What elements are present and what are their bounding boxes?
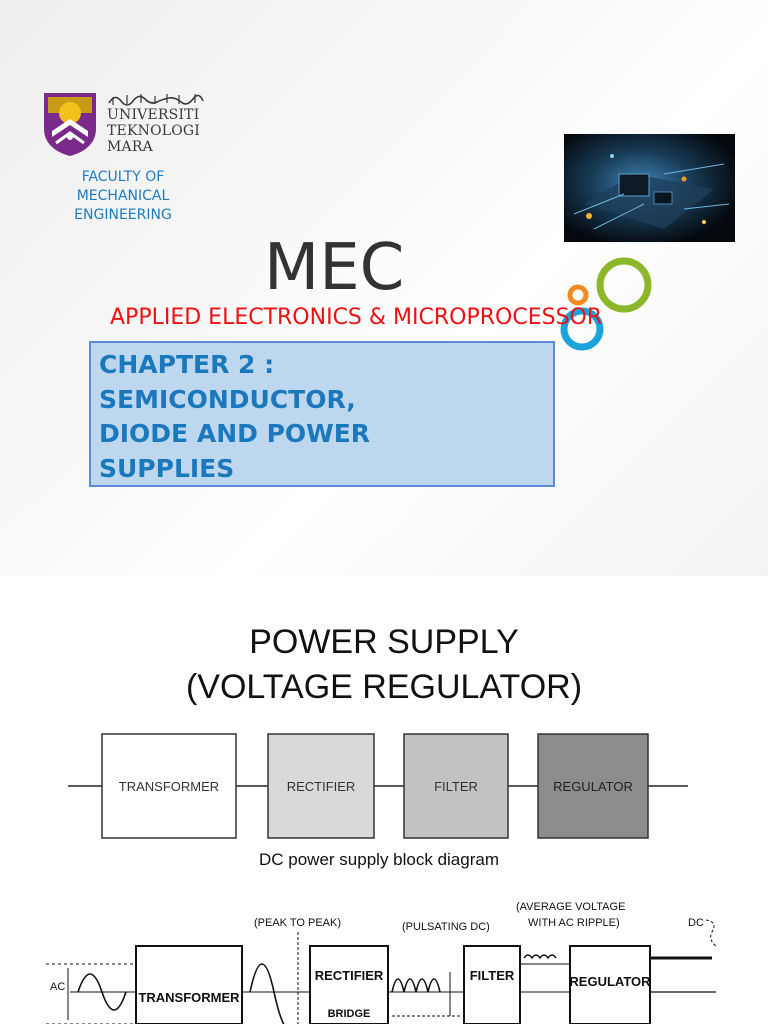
slide-title-line-2: (VOLTAGE REGULATOR) — [185, 668, 583, 706]
peak-to-peak-label: (PEAK TO PEAK) — [254, 917, 341, 929]
university-line-1: UNIVERSITI — [107, 107, 200, 123]
transformer-box — [135, 945, 243, 1024]
wave-regulator-label: REGULATOR — [569, 974, 651, 989]
wave-transformer-label: TRANSFORMER — [138, 990, 240, 1005]
rectifier-box — [309, 945, 389, 1024]
chapter-line-4: SUPPLIES — [99, 453, 235, 483]
university-name: UNIVERSITI TEKNOLOGI MARA — [107, 107, 200, 155]
title-slide: UNIVERSITI TEKNOLOGI MARA FACULTY OF MEC… — [0, 0, 768, 576]
chapter-line-2: SEMICONDUCTOR, — [99, 384, 356, 414]
regulator-block — [537, 733, 649, 839]
block-diagram-caption: DC power supply block diagram — [259, 850, 499, 869]
chapter-title-box: CHAPTER 2 : SEMICONDUCTOR, DIODE AND POW… — [89, 341, 555, 487]
filter-box — [463, 945, 521, 1024]
slide-title: POWER SUPPLY (VOLTAGE REGULATOR) — [0, 620, 768, 710]
rectifier-block — [267, 733, 375, 839]
chapter-line-1: CHAPTER 2 : — [99, 350, 275, 379]
course-title: APPLIED ELECTRONICS & MICROPROCESSOR — [110, 305, 603, 330]
filter-label: FILTER — [434, 779, 478, 794]
transformer-block — [101, 733, 237, 839]
faculty-line-3: ENGINEERING — [74, 207, 172, 223]
chapter-line-3: DIODE AND POWER — [99, 419, 371, 448]
filter-block — [403, 733, 509, 839]
university-arabic-wordmark — [107, 89, 205, 107]
power-supply-slide: POWER SUPPLY (VOLTAGE REGULATOR) TRANSFO… — [0, 576, 768, 1024]
ac-ripple-label: WITH AC RIPPLE) — [528, 917, 620, 929]
faculty-line-1: FACULTY OF — [81, 169, 165, 185]
university-line-3: MARA — [107, 139, 153, 155]
ac-input-label: AC — [50, 981, 65, 993]
circuit-board-photo — [564, 134, 735, 242]
faculty-line-2: MECHANICAL — [76, 188, 170, 204]
transformer-label: TRANSFORMER — [119, 779, 219, 794]
dc-output-label: DC — [688, 917, 704, 929]
regulator-box — [569, 945, 651, 1024]
wave-filter-label: FILTER — [470, 968, 515, 983]
dc-power-supply-block-diagram: TRANSFORMER RECTIFIER FILTER REGULATOR — [68, 733, 688, 839]
pulsating-dc-label: (PULSATING DC) — [402, 921, 490, 933]
faculty-name: FACULTY OF MECHANICAL ENGINEERING — [50, 168, 196, 225]
slide-title-line-1: POWER SUPPLY — [249, 623, 519, 661]
power-supply-waveform-diagram: AC TRANSFORMER (PEAK TO PEAK) RECTIFIER … — [46, 901, 717, 1024]
regulator-label: REGULATOR — [553, 779, 633, 794]
decorative-swirl-logo — [560, 257, 652, 351]
wave-rectifier-label: RECTIFIER — [315, 968, 384, 983]
wave-bridge-label: BRIDGE — [328, 1008, 371, 1020]
university-line-2: TEKNOLOGI — [107, 123, 201, 139]
rectifier-label: RECTIFIER — [287, 779, 356, 794]
uitm-crest-logo — [44, 93, 96, 156]
average-voltage-label: (AVERAGE VOLTAGE — [516, 901, 625, 913]
course-code: MEC — [264, 231, 405, 305]
